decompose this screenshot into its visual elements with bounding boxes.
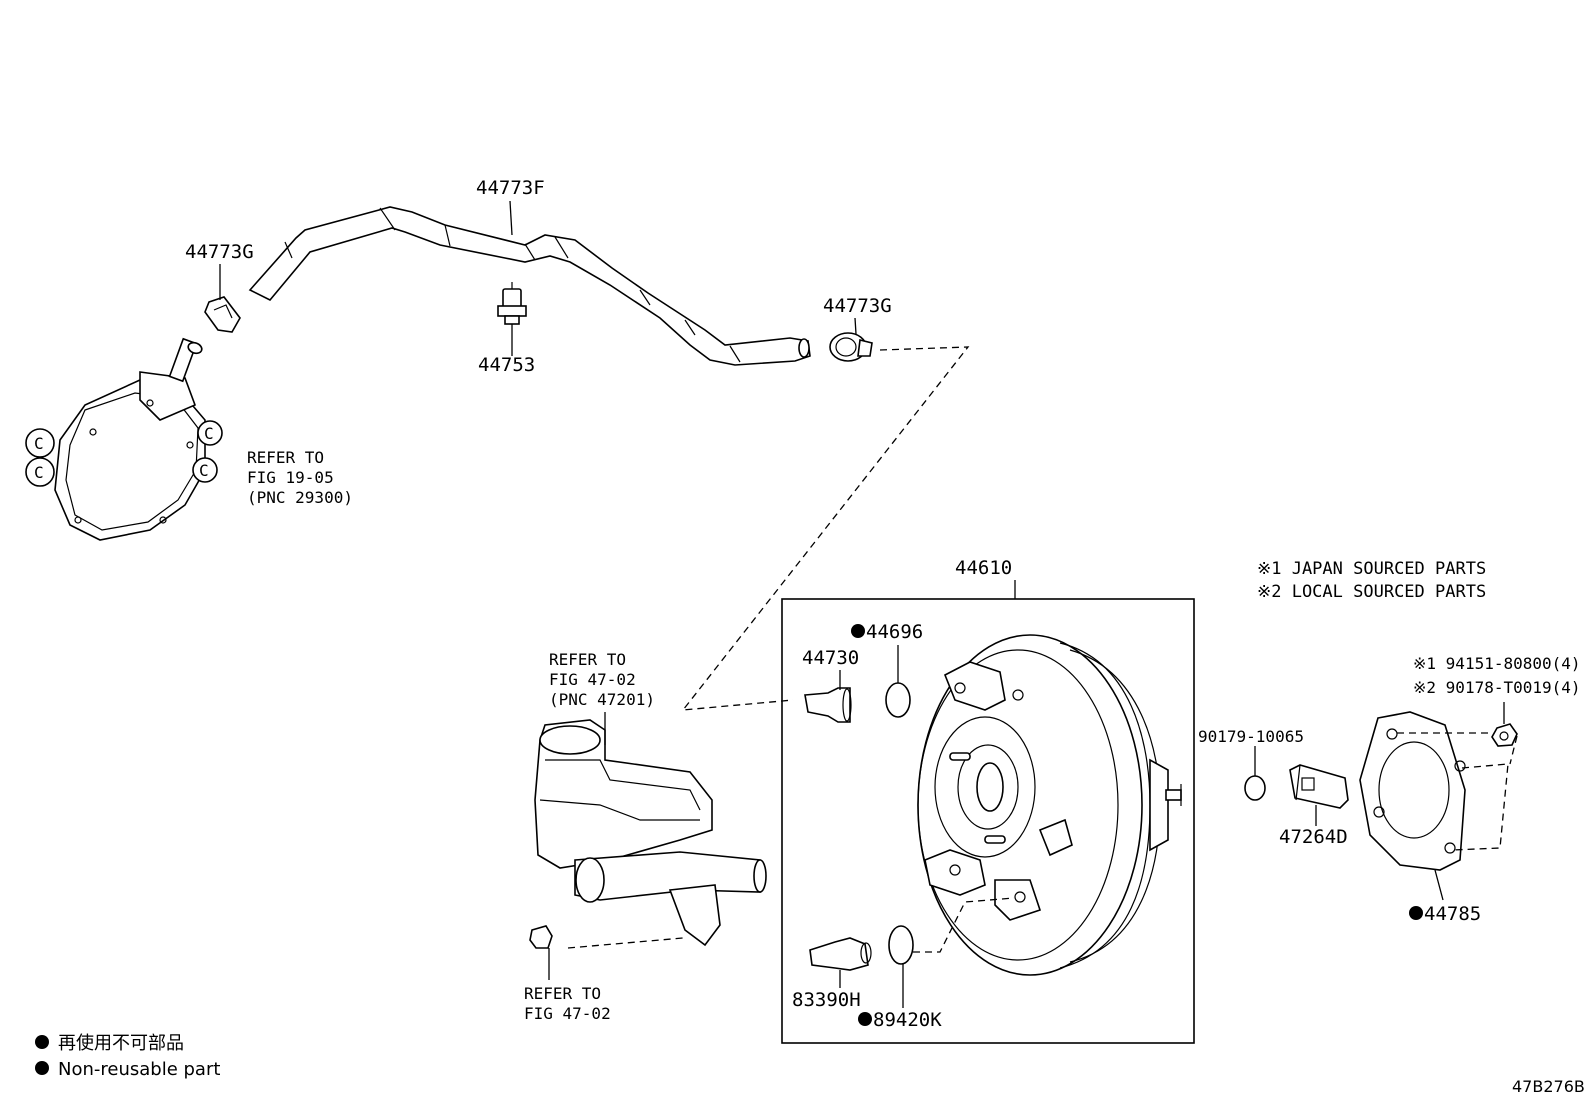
label-hose: 44773F xyxy=(476,177,545,199)
ref-vacuum-line3: (PNC 29300) xyxy=(247,488,353,507)
master-cylinder xyxy=(534,719,767,947)
legend-bullet-icon xyxy=(35,1061,49,1075)
label-seal-b: 89420K xyxy=(873,1009,942,1031)
bolt-hole-glyph: C xyxy=(204,424,214,443)
check-valve xyxy=(497,282,527,325)
ref-cap-line2: FIG 47-02 xyxy=(524,1004,611,1023)
nut xyxy=(1491,723,1518,747)
reservoir-cap xyxy=(529,925,553,949)
label-gasket: 44785 xyxy=(1424,903,1481,925)
label-nut-spec1: ※1 94151-80800(4) xyxy=(1413,654,1581,673)
bolt-hole-glyph: C xyxy=(34,434,44,453)
non-reusable-marker xyxy=(858,1012,872,1026)
note-japan-sourced: ※1 JAPAN SOURCED PARTS xyxy=(1257,559,1486,579)
note-local-sourced: ※2 LOCAL SOURCED PARTS xyxy=(1257,582,1486,602)
vacuum-pump: C C C C xyxy=(25,337,223,541)
label-nut-spec2: ※2 90178-T0019(4) xyxy=(1413,678,1581,697)
ref-vacuum-line1: REFER TO xyxy=(247,448,324,467)
seal-44696 xyxy=(885,682,911,718)
bolt-hole-glyph: C xyxy=(199,461,209,480)
vacuum-hose xyxy=(248,206,811,366)
figure-id: 47B276B xyxy=(1512,1077,1585,1096)
ref-vacuum-line2: FIG 19-05 xyxy=(247,468,334,487)
leader-lines xyxy=(219,200,1505,1008)
hose-clip-right xyxy=(829,332,873,362)
label-booster: 44610 xyxy=(955,557,1012,579)
seal-89420K xyxy=(888,925,914,965)
label-pressure-sensor: 83390H xyxy=(792,989,861,1011)
legend: 再使用不可部品 Non-reusable part xyxy=(35,1033,220,1080)
label-clip-right: 44773G xyxy=(823,295,892,317)
pressure-sensor xyxy=(809,937,872,971)
bracket-47264D xyxy=(1289,764,1349,809)
label-check-valve: 44753 xyxy=(478,354,535,376)
label-grommet: 44730 xyxy=(802,647,859,669)
ref-mastercyl-line2: FIG 47-02 xyxy=(549,670,636,689)
legend-japanese: 再使用不可部品 xyxy=(58,1033,184,1054)
plug-90179 xyxy=(1244,775,1266,801)
bolt-hole-glyph: C xyxy=(34,463,44,482)
legend-english: Non-reusable part xyxy=(58,1059,220,1080)
booster-assembly-frame xyxy=(781,598,1195,1044)
hose-clip-left xyxy=(204,296,241,333)
ref-cap-line1: REFER TO xyxy=(524,984,601,1003)
non-reusable-marker xyxy=(1409,906,1423,920)
ref-mastercyl-line3: (PNC 47201) xyxy=(549,690,655,709)
label-plug: 90179-10065 xyxy=(1198,727,1304,746)
label-bracket: 47264D xyxy=(1279,826,1348,848)
non-reusable-marker xyxy=(851,624,865,638)
label-clip-left: 44773G xyxy=(185,241,254,263)
ref-mastercyl-line1: REFER TO xyxy=(549,650,626,669)
part-labels: 44773F 44773G 44753 44773G 44610 44696 4… xyxy=(185,177,1581,1031)
dashed-guides xyxy=(567,346,1518,953)
grommet-44730 xyxy=(804,687,852,723)
legend-bullet-icon xyxy=(35,1035,49,1049)
gasket-44785 xyxy=(1359,711,1466,871)
label-seal-a: 44696 xyxy=(866,621,923,643)
brake-booster xyxy=(917,634,1182,976)
